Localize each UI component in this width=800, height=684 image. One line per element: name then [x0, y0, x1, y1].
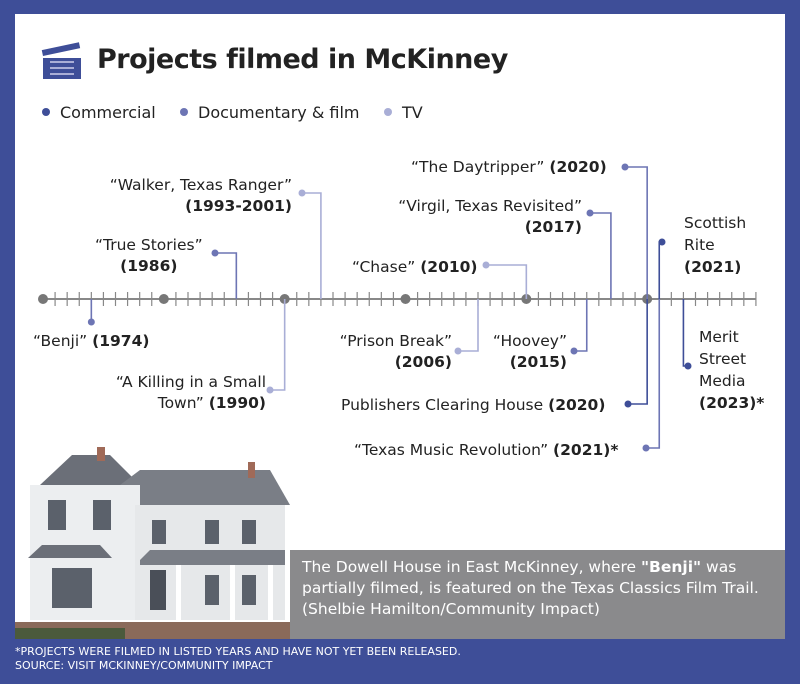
project-dot [684, 362, 692, 370]
project-dot [482, 261, 490, 269]
project-label-scottish-rite: Scottish Rite(2021) [684, 214, 747, 276]
connector-line [574, 299, 588, 352]
connector-line [590, 212, 612, 299]
project-label-virgil: “Virgil, Texas Revisited”(2017) [398, 197, 582, 236]
project-label-daytripper: “The Daytripper” (2020) [411, 158, 607, 176]
connector-line [658, 241, 662, 299]
project-dot [658, 238, 666, 246]
project-dot [454, 347, 462, 355]
project-label-benji: “Benji” (1974) [33, 332, 150, 350]
project-label-a-killing: “A Killing in a Small Town” (1990) [115, 373, 266, 412]
legend-documentary: Documentary & film [180, 103, 360, 122]
connector-line [486, 264, 528, 299]
project-label-chase: “Chase” (2010) [352, 258, 478, 276]
connector-line [270, 299, 286, 391]
timeline-connectors [87, 163, 692, 452]
legend-label: Documentary & film [198, 103, 360, 122]
decade-marker [400, 294, 411, 304]
project-dot [211, 249, 219, 257]
project-label-prison-break: “Prison Break”(2006) [339, 332, 452, 371]
clapperboard-icon [41, 42, 81, 79]
connector-line [458, 299, 479, 352]
connector-line [625, 166, 648, 299]
legend-label: Commercial [60, 103, 156, 122]
page-title: Projects filmed in McKinney [97, 44, 508, 75]
project-label-hoovey: “Hoovey”(2015) [492, 332, 567, 371]
project-label-publishers: Publishers Clearing House (2020) [341, 396, 606, 414]
legend-dot-documentary [180, 108, 188, 116]
source-line: SOURCE: VISIT MCKINNEY/COMMUNITY IMPACT [15, 659, 273, 672]
dowell-house-photo [15, 447, 290, 639]
footnote: *PROJECTS WERE FILMED IN LISTED YEARS AN… [15, 645, 461, 658]
project-dot [570, 347, 578, 355]
legend-dot-tv [384, 108, 392, 116]
project-label-merit-street: Merit Street Media(2023)* [699, 328, 765, 412]
connector-line [646, 299, 661, 449]
project-label-walker: “Walker, Texas Ranger”(1993-2001) [109, 176, 292, 215]
timeline-axis [38, 292, 757, 306]
project-dot [642, 444, 650, 452]
project-dot [621, 163, 629, 171]
legend-tv: TV [384, 103, 423, 122]
project-dot [586, 209, 594, 217]
project-label-true-stories: “True Stories”(1986) [95, 236, 203, 275]
legend-commercial: Commercial [42, 103, 156, 122]
project-dot [298, 189, 306, 197]
project-dot [266, 386, 274, 394]
connector-line [628, 299, 648, 405]
connector-line [682, 299, 688, 367]
project-label-texas-music: “Texas Music Revolution” (2021)* [354, 441, 619, 459]
project-dot [624, 400, 632, 408]
legend-label: TV [402, 103, 423, 122]
connector-line [215, 252, 238, 299]
footer-notes: *PROJECTS WERE FILMED IN LISTED YEARS AN… [15, 645, 461, 673]
decade-marker [158, 294, 169, 304]
connector-line [302, 192, 322, 299]
decade-marker [38, 294, 48, 304]
project-dot [87, 318, 95, 326]
legend-dot-commercial [42, 108, 50, 116]
photo-caption: The Dowell House in East McKinney, where… [290, 550, 785, 639]
